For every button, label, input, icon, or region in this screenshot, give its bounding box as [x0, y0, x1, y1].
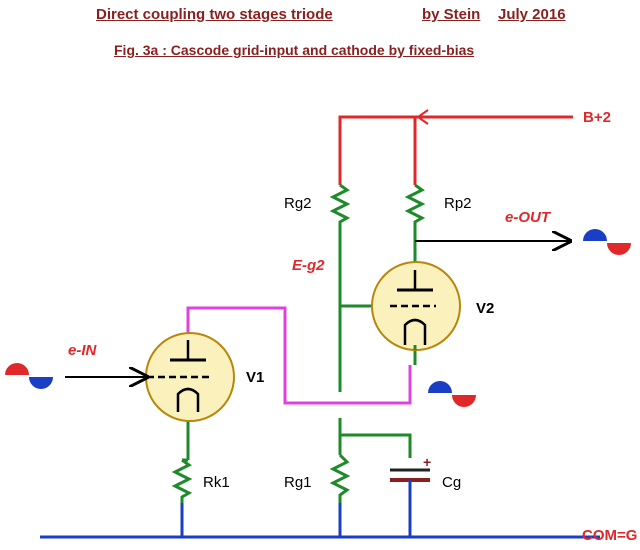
- rk1-resistor: [171, 458, 193, 503]
- rk1-label: Rk1: [203, 474, 230, 491]
- rp2-label: Rp2: [444, 195, 472, 212]
- e-in-label: e-IN: [68, 342, 97, 359]
- ground-bus: [40, 503, 600, 539]
- coupling-wire: [186, 306, 412, 405]
- cg-label: Cg: [442, 474, 462, 491]
- rg1-label: Rg1: [284, 474, 312, 491]
- b-plus-label: B+2: [583, 109, 611, 126]
- v2-label: V2: [476, 300, 495, 317]
- cg-capacitor: +: [390, 454, 431, 503]
- author-text: by Stein: [422, 6, 481, 23]
- rg2-resistor: [329, 180, 351, 228]
- com-label: COM=G: [582, 527, 638, 544]
- e-out-label: e-OUT: [505, 209, 550, 226]
- tube-v2: [371, 261, 461, 351]
- signal-out-icon: [583, 229, 631, 255]
- page-title: Direct coupling two stages triode: [96, 6, 333, 23]
- date-text: July 2016: [498, 6, 566, 23]
- rg2-label: Rg2: [284, 195, 312, 212]
- v1-label: V1: [246, 369, 265, 386]
- svg-text:+: +: [423, 454, 431, 470]
- figure-caption: Fig. 3a : Cascode grid-input and cathode…: [114, 42, 475, 58]
- supply-rail: [338, 109, 573, 180]
- rp2-resistor: [404, 180, 426, 228]
- rg1-resistor: [329, 453, 351, 503]
- e-g2-label: E-g2: [292, 257, 325, 274]
- signal-in-icon: [5, 363, 53, 389]
- tube-v1: [145, 332, 235, 422]
- signal-cathode-icon: [428, 381, 476, 407]
